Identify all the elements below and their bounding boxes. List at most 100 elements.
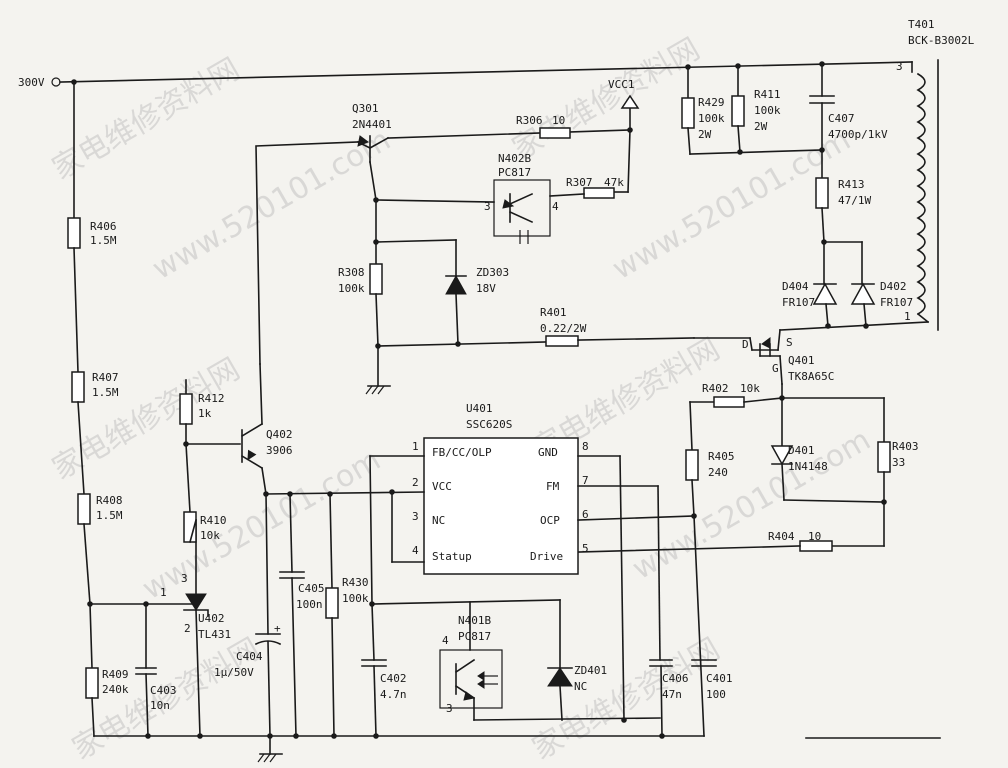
n401b-value: PC817 (458, 630, 491, 643)
c402-value: 4.7n (380, 688, 407, 701)
resistor-r405 (685, 449, 699, 481)
u402-pin1: 1 (160, 586, 167, 599)
c403-ref: C403 (150, 684, 177, 697)
ground-rail (93, 733, 941, 763)
n401b-ref: N401B (458, 614, 491, 627)
ic-pin-drive: Drive (530, 550, 563, 563)
r409-value: 240k (102, 683, 129, 696)
u401-ref: U401 (466, 402, 493, 415)
watermark-url: www.520101.com (147, 122, 397, 287)
tl431-u402: 1 3 2 U402 TL431 (160, 519, 231, 737)
r408-value: 1.5M (96, 509, 123, 522)
vcc1-label: VCC1 (608, 78, 635, 91)
n402b-value: PC817 (498, 166, 531, 179)
vcc1-rail-symbol (620, 94, 640, 109)
c402-ref: C402 (380, 672, 407, 685)
r406-value: 1.5M (90, 234, 117, 247)
r409-ref: R409 (102, 668, 129, 681)
watermark-cn: 家电维修资料网 (527, 632, 726, 767)
u402-pin3: 3 (181, 572, 188, 585)
gate-drive: R402 10k R405 240 D401 1N4148 R403 33 R4… (577, 382, 919, 737)
q402-section: R412 1k R410 10k Q402 3906 (179, 363, 293, 543)
r411-ref: R411 (754, 88, 781, 101)
resistor-r402 (713, 396, 745, 408)
optocoupler-n401b (439, 649, 503, 709)
r411-rating: 2W (754, 120, 768, 133)
zd401-ref: ZD401 (574, 664, 607, 677)
r412-ref: R412 (198, 392, 225, 405)
r413-ref: R413 (838, 178, 865, 191)
q401-pin-g: G (772, 362, 779, 375)
watermark-cn: 家电维修资料网 (47, 52, 246, 187)
resistor-r408 (77, 493, 91, 525)
t401-pin3: 3 (896, 60, 903, 73)
watermark-cn: 家电维修资料网 (507, 32, 706, 167)
zd303-ref: ZD303 (476, 266, 509, 279)
resistor-r407 (71, 371, 85, 403)
ic-pin8-num: 8 (582, 440, 589, 453)
c405-value: 100n (296, 598, 323, 611)
zener-zd303 (445, 274, 467, 295)
q401-value: TK8A65C (788, 370, 834, 383)
r403-value: 33 (892, 456, 905, 469)
q402-value: 3906 (266, 444, 293, 457)
rail-300v: 300V (18, 61, 913, 89)
ic-pin6-num: 6 (582, 508, 589, 521)
resistor-r412 (179, 393, 193, 425)
r408-ref: R408 (96, 494, 123, 507)
r403-ref: R403 (892, 440, 919, 453)
t401-pin1: 1 (904, 310, 911, 323)
vcc-filter: + C404 1μ/50V C405 100n R430 100k C402 4… (214, 491, 407, 737)
input-terminal (51, 77, 61, 87)
n401b-pin4: 4 (442, 634, 449, 647)
q301-ref: Q301 (352, 102, 379, 115)
q402-ref: Q402 (266, 428, 293, 441)
r404-value: 10 (808, 530, 821, 543)
ic-pin-fb: FB/CC/OLP (432, 446, 492, 459)
u402-ref: U402 (198, 612, 225, 625)
watermark: 家电维修资料网 www.520101.com 家电维修资料网 www.52010… (47, 32, 877, 767)
r410-value: 10k (200, 529, 220, 542)
d402-value: FR107 (880, 296, 913, 309)
r402-value: 10k (740, 382, 760, 395)
diode-d401 (770, 445, 794, 466)
right-caps: C406 47n C401 100 (649, 659, 733, 737)
r430-value: 100k (342, 592, 369, 605)
r306-ref: R306 (516, 114, 543, 127)
rail-300v-label: 300V (18, 76, 45, 89)
ic-pin4-num: 4 (412, 544, 419, 557)
feedback-opto: N401B PC817 4 3 ZD401 NC (371, 599, 661, 721)
r429-rating: 2W (698, 128, 712, 141)
q401-pin-d: D (742, 338, 749, 351)
d404-value: FR107 (782, 296, 815, 309)
resistor-r429 (681, 97, 695, 129)
r308-value: 100k (338, 282, 365, 295)
c407-ref: C407 (828, 112, 855, 125)
t401-model: BCK-B3002L (908, 34, 975, 47)
r402-ref: R402 (702, 382, 729, 395)
resistor-r403 (877, 441, 891, 473)
resistor-r430 (325, 587, 339, 619)
ic-pin2-num: 2 (412, 476, 419, 489)
ic-pin-gnd: GND (538, 446, 558, 459)
q401-ref: Q401 (788, 354, 815, 367)
r405-ref: R405 (708, 450, 735, 463)
c406-value: 47n (662, 688, 682, 701)
c407-value: 4700p/1kV (828, 128, 888, 141)
c404-polarity: + (274, 622, 281, 635)
d401-value: 1N4148 (788, 460, 828, 473)
r430-ref: R430 (342, 576, 369, 589)
r429-ref: R429 (698, 96, 725, 109)
ic-pin-statup: Statup (432, 550, 472, 563)
r411-value: 100k (754, 104, 781, 117)
resistor-r413 (815, 177, 829, 209)
transformer-winding (916, 72, 926, 316)
c403-value: 10n (150, 699, 170, 712)
q301-value: 2N4401 (352, 118, 392, 131)
ic-pin-ocp: OCP (540, 514, 560, 527)
ic-pin-fm: FM (546, 480, 560, 493)
r404-ref: R404 (768, 530, 795, 543)
r308-ref: R308 (338, 266, 365, 279)
r429-value: 100k (698, 112, 725, 125)
